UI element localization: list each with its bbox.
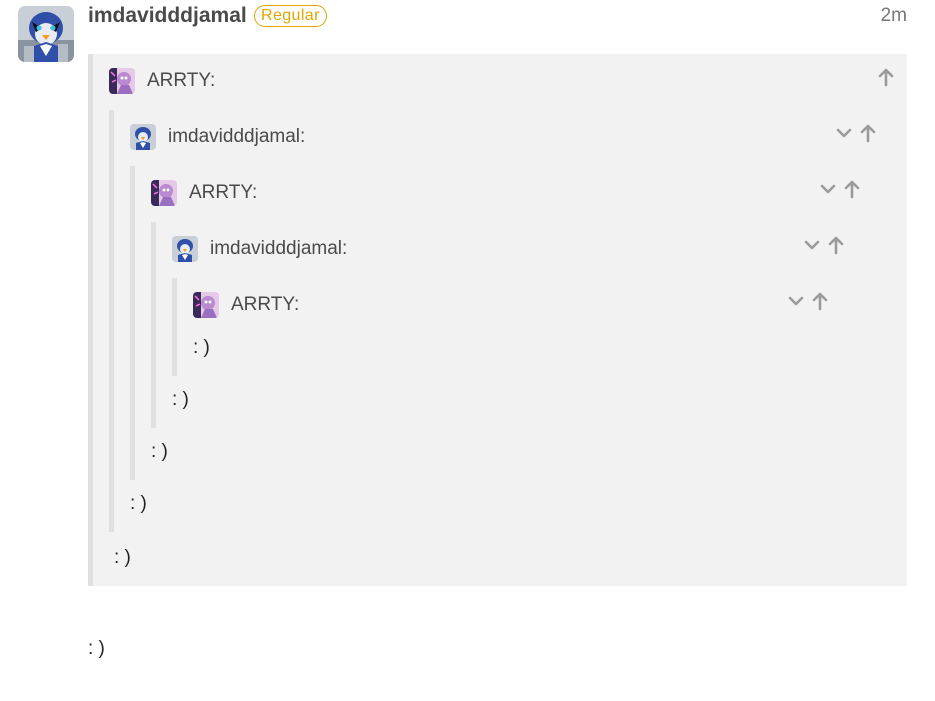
- chevron-down-icon[interactable]: [835, 123, 853, 143]
- quote-level-2: imdavidddjamal: ARRTY:: [109, 110, 893, 532]
- quote-title: imdavidddjamal:: [130, 110, 877, 166]
- user-title-badge: Regular: [254, 5, 327, 27]
- quote-controls: [787, 291, 829, 311]
- quote-avatar: [130, 124, 156, 150]
- quote-author[interactable]: imdavidddjamal:: [210, 238, 348, 259]
- chevron-down-icon[interactable]: [787, 291, 805, 311]
- quote-title: ARRTY:: [193, 278, 829, 334]
- quote-author[interactable]: ARRTY:: [231, 294, 300, 315]
- quote-title: imdavidddjamal:: [172, 222, 845, 278]
- quote-avatar: [151, 180, 177, 206]
- arrow-up-icon[interactable]: [877, 67, 895, 87]
- quote-title: ARRTY:: [109, 54, 891, 110]
- quote-body: : ): [172, 389, 189, 410]
- post-username[interactable]: imdavidddjamal: [88, 4, 247, 27]
- quote-avatar: [193, 292, 219, 318]
- quote-avatar: [172, 236, 198, 262]
- user-avatar[interactable]: [18, 6, 74, 62]
- quote-avatar: [109, 68, 135, 94]
- post-body: ARRTY: imdavidddjamal: ARRTY:: [88, 54, 907, 586]
- quote-controls: [819, 179, 861, 199]
- quote-author[interactable]: ARRTY:: [189, 182, 258, 203]
- quote-body: : ): [114, 547, 131, 568]
- quote-level-4: imdavidddjamal: ARRTY:: [151, 222, 861, 428]
- quote-controls: [877, 67, 895, 87]
- avatar-image: [18, 6, 74, 62]
- post-timestamp[interactable]: 2m: [880, 5, 907, 26]
- quote-level-1: ARRTY: imdavidddjamal: ARRTY:: [88, 54, 907, 586]
- arrow-up-icon[interactable]: [859, 123, 877, 143]
- quote-author[interactable]: ARRTY:: [147, 70, 216, 91]
- quote-controls: [835, 123, 877, 143]
- quote-body: : ): [193, 337, 210, 358]
- quote-controls: [803, 235, 845, 255]
- post-reply-text: : ): [88, 638, 105, 659]
- chevron-down-icon[interactable]: [819, 179, 837, 199]
- arrow-up-icon[interactable]: [811, 291, 829, 311]
- chevron-down-icon[interactable]: [803, 235, 821, 255]
- quote-author[interactable]: imdavidddjamal:: [168, 126, 306, 147]
- quote-level-3: ARRTY: imdavidddjamal:: [130, 166, 877, 480]
- quote-title: ARRTY:: [151, 166, 861, 222]
- quote-body: : ): [151, 441, 168, 462]
- arrow-up-icon[interactable]: [827, 235, 845, 255]
- arrow-up-icon[interactable]: [843, 179, 861, 199]
- quote-level-5: ARRTY: : ): [172, 278, 845, 376]
- quote-body: : ): [130, 493, 147, 514]
